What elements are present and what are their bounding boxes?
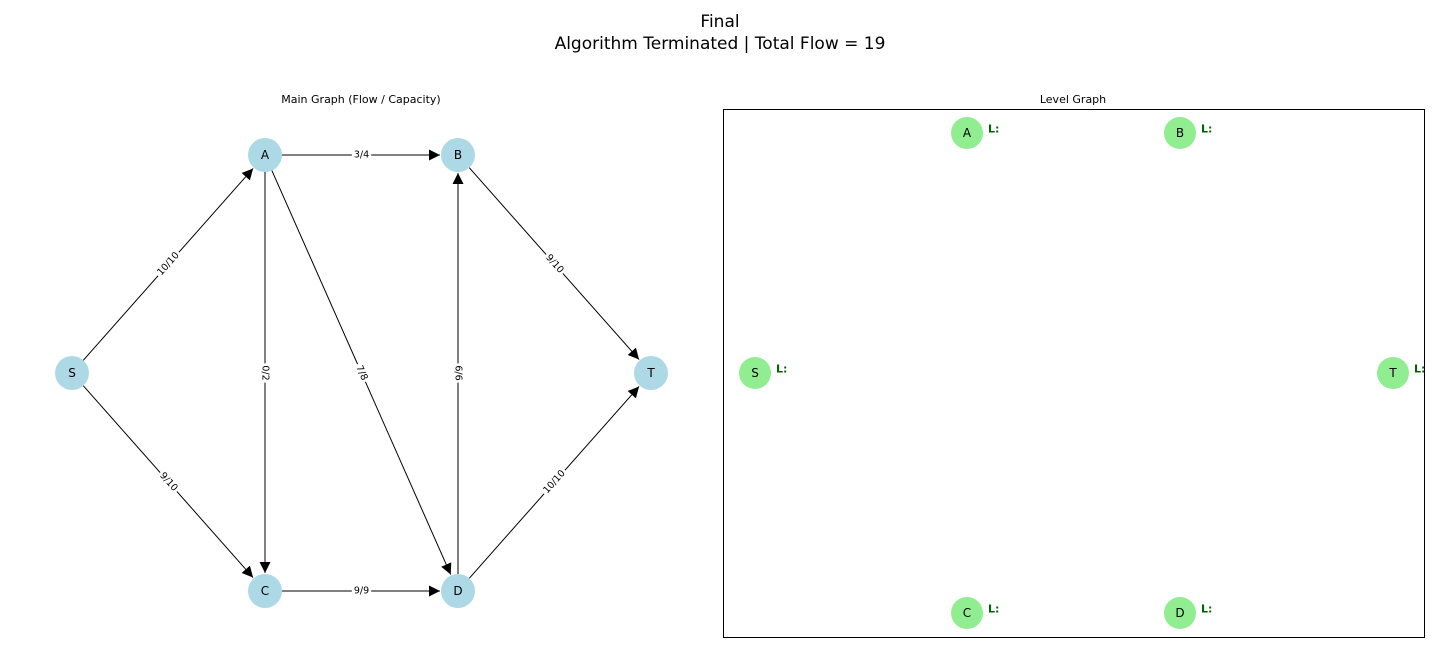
- level-node-B: B L:: [1164, 117, 1212, 149]
- level-graph-frame: [723, 109, 1425, 638]
- svg-text:0/2: 0/2: [260, 365, 271, 380]
- main-graph-title: Main Graph (Flow / Capacity): [281, 93, 440, 106]
- svg-text:D: D: [453, 584, 462, 598]
- level-node-C: C L:: [951, 597, 999, 629]
- edge-label-A-B: 3/4: [351, 148, 372, 162]
- edge-label-B-T: 9/10: [541, 250, 568, 278]
- main-node-S: S: [55, 356, 89, 390]
- main-node-C: C: [248, 574, 282, 608]
- svg-text:A: A: [963, 126, 972, 140]
- level-node-T: T L:: [1377, 357, 1425, 389]
- svg-text:C: C: [963, 606, 971, 620]
- main-graph-edges: 10/10 9/10 3/4 0/2 7/8 9/9 6/6 9/10 10/10: [82, 148, 640, 598]
- edge-label-A-C: 0/2: [258, 363, 272, 383]
- level-label-C: L:: [988, 603, 999, 616]
- edge-label-D-B: 6/6: [451, 363, 465, 383]
- svg-text:B: B: [1176, 126, 1184, 140]
- svg-text:S: S: [751, 366, 759, 380]
- svg-text:6/6: 6/6: [453, 365, 464, 380]
- svg-text:9/9: 9/9: [354, 586, 369, 597]
- level-node-A: A L:: [951, 117, 999, 149]
- level-label-S: L:: [776, 363, 787, 376]
- main-node-B: B: [441, 138, 475, 172]
- svg-text:S: S: [68, 366, 76, 380]
- svg-text:A: A: [261, 148, 270, 162]
- svg-text:T: T: [646, 366, 655, 380]
- level-label-D: L:: [1201, 603, 1212, 616]
- edge-label-C-D: 9/9: [351, 584, 372, 598]
- level-graph-nodes: S L: A L: B L: C L: D L: T L:: [739, 117, 1425, 629]
- figure-subtitle: Algorithm Terminated | Total Flow = 19: [555, 34, 886, 54]
- level-label-B: L:: [1201, 123, 1212, 136]
- main-graph-nodes: S A B C D T: [55, 138, 668, 608]
- edge-label-S-C: 9/10: [155, 468, 182, 496]
- svg-text:C: C: [261, 584, 269, 598]
- svg-text:T: T: [1388, 366, 1397, 380]
- svg-text:3/4: 3/4: [354, 150, 369, 161]
- main-node-A: A: [248, 138, 282, 172]
- level-label-A: L:: [988, 123, 999, 136]
- edge-label-D-T: 10/10: [539, 465, 570, 499]
- level-label-T: L:: [1414, 363, 1425, 376]
- level-node-S: S L:: [739, 357, 787, 389]
- svg-text:B: B: [454, 148, 462, 162]
- main-node-T: T: [634, 356, 668, 390]
- figure-title: Final: [700, 12, 739, 32]
- level-node-D: D L:: [1164, 597, 1212, 629]
- edge-label-A-D: 7/8: [351, 361, 372, 385]
- main-node-D: D: [441, 574, 475, 608]
- edge-label-S-A: 10/10: [153, 247, 184, 281]
- level-graph-title: Level Graph: [1040, 93, 1106, 106]
- svg-text:D: D: [1175, 606, 1184, 620]
